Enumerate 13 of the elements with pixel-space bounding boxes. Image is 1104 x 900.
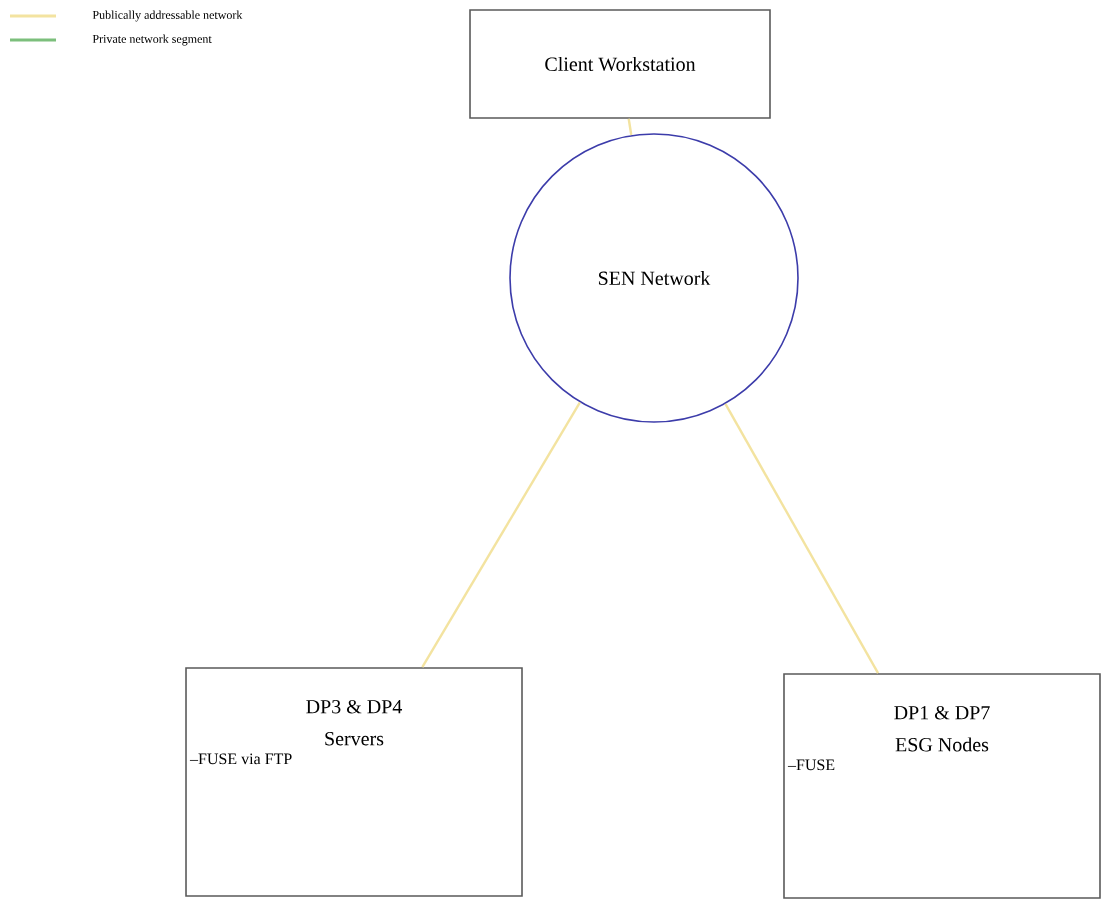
system-box bbox=[783, 673, 1101, 899]
system-box bbox=[469, 9, 771, 119]
connector-line bbox=[627, 118, 633, 136]
connector-line bbox=[724, 403, 880, 674]
node-title: Client Workstation bbox=[545, 56, 696, 72]
connector-line bbox=[421, 401, 581, 668]
network-circle bbox=[509, 133, 799, 423]
system-box bbox=[185, 667, 523, 897]
node-title: DP1 & DP7 ESG Nodes bbox=[894, 706, 990, 752]
node-title: DP3 & DP4 Servers bbox=[306, 700, 402, 746]
bullet-item: –FUSE bbox=[787, 759, 835, 771]
node-title: SEN Network bbox=[598, 270, 711, 285]
bullet-item: –FUSE via FTP bbox=[189, 753, 292, 765]
